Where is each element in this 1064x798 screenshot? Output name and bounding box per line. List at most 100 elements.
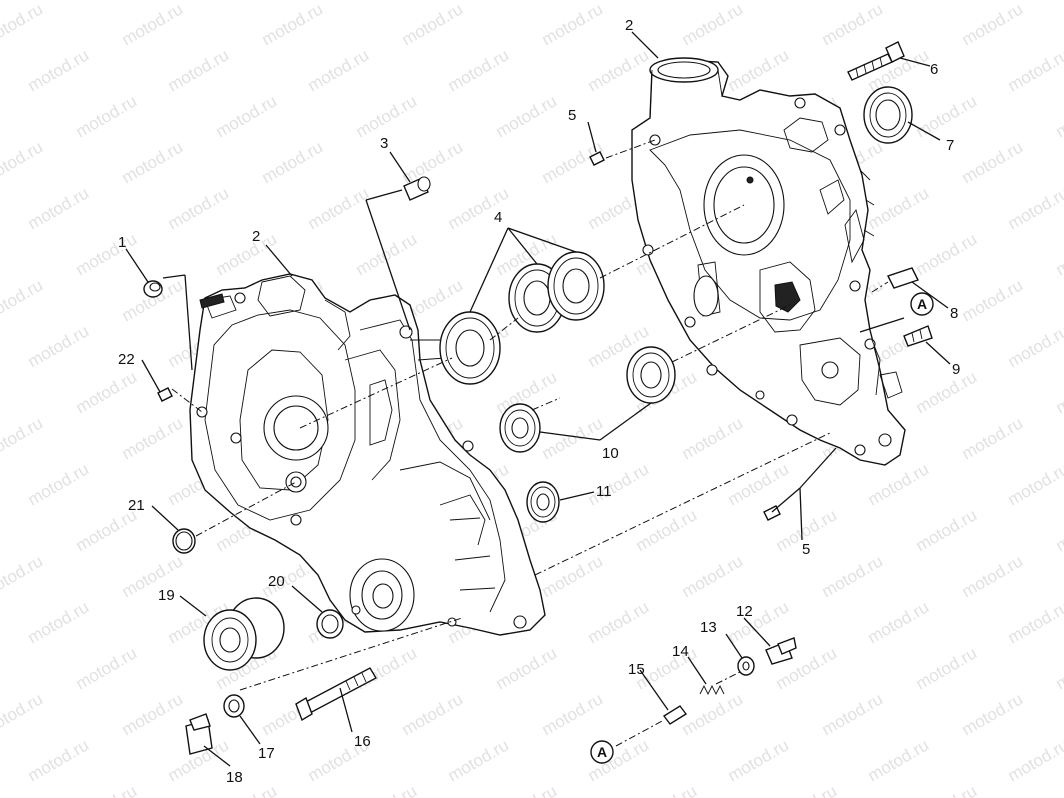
watermark-text: motod.ru (1053, 643, 1064, 693)
bearing-4-right (547, 251, 605, 321)
watermark-text: motod.ru (1053, 367, 1064, 417)
watermark-text: motod.ru (539, 689, 607, 739)
watermark-text: motod.ru (1005, 45, 1064, 95)
callout-5-top: 5 (568, 107, 576, 124)
watermark-text: motod.ru (1005, 321, 1064, 371)
watermark-text: motod.ru (25, 45, 93, 95)
watermark-text: motod.ru (259, 137, 327, 187)
watermark-text: motod.ru (819, 551, 887, 601)
reference-mark-a-circle (910, 292, 934, 316)
watermark-text: motod.ru (73, 91, 141, 141)
watermark-text: motod.ru (679, 0, 747, 49)
spring-14 (699, 684, 725, 696)
watermark-text: motod.ru (913, 229, 981, 279)
callout-11: 11 (596, 483, 612, 500)
left-crankcase-half (189, 273, 546, 636)
watermark-text: motod.ru (213, 91, 281, 141)
watermark-text: motod.ru (445, 45, 513, 95)
watermark-text: motod.ru (1053, 781, 1064, 798)
watermark-text: motod.ru (25, 735, 93, 785)
watermark-text: motod.ru (25, 183, 93, 233)
callout-8: 8 (950, 305, 958, 322)
watermark-text: motod.ru (73, 367, 141, 417)
watermark-text: motod.ru (119, 551, 187, 601)
callout-9: 9 (952, 361, 960, 378)
watermark-text: motod.ru (913, 367, 981, 417)
reference-mark-a-upper: A (917, 296, 927, 312)
watermark-text: motod.ru (353, 781, 421, 798)
washer-13 (737, 656, 755, 676)
watermark-text: motod.ru (1005, 183, 1064, 233)
watermark-text: motod.ru (0, 137, 46, 187)
watermark-text: motod.ru (913, 91, 981, 141)
callout-13: 13 (700, 619, 717, 636)
watermark-text: motod.ru (165, 183, 233, 233)
callout-19: 19 (158, 587, 175, 604)
watermark-text: motod.ru (493, 781, 561, 798)
watermark-text: motod.ru (73, 781, 141, 798)
callout-labels: 1 2 2 3 4 5 5 6 7 8 9 10 11 12 13 14 15 … (118, 17, 960, 786)
watermark-text: motod.ru (0, 0, 46, 49)
watermark-text: motod.ru (0, 275, 46, 325)
watermark-text: motod.ru (445, 735, 513, 785)
watermark-text: motod.ru (213, 781, 281, 798)
watermark-text: motod.ru (353, 91, 421, 141)
fitting-9 (903, 325, 933, 347)
watermark-text: motod.ru (353, 0, 421, 3)
callout-2-left: 2 (252, 228, 260, 245)
watermark-text: motod.ru (539, 413, 607, 463)
bearing-11 (526, 481, 560, 523)
watermark-text: motod.ru (0, 689, 46, 739)
callout-15: 15 (628, 661, 645, 678)
watermark-text: motod.ru (305, 45, 373, 95)
watermark-text: motod.ru (1053, 229, 1064, 279)
watermark-text: motod.ru (633, 781, 701, 798)
callout-4: 4 (494, 209, 502, 226)
watermark-text: motod.ru (0, 551, 46, 601)
watermark-text: motod.ru (959, 689, 1027, 739)
plug-18 (185, 713, 213, 755)
watermark-text: motod.ru (819, 689, 887, 739)
watermark-text: motod.ru (493, 0, 561, 3)
bolt-16 (295, 667, 377, 722)
bearing-10-upper (626, 346, 676, 404)
collar-3 (403, 176, 431, 201)
watermark-text: motod.ru (539, 0, 607, 49)
reference-marks: A A (590, 292, 934, 764)
watermark-text: motod.ru (865, 183, 933, 233)
oil-seal-7 (863, 86, 913, 144)
leader-lines (125, 31, 951, 767)
bolt-6 (847, 41, 905, 81)
watermark-text: motod.ru (119, 0, 187, 49)
bearing-10-lower (499, 403, 541, 453)
o-ring-21 (172, 528, 196, 554)
watermark-text: motod.ru (1005, 597, 1064, 647)
collar-1 (143, 280, 163, 298)
watermark-text: motod.ru (819, 0, 887, 49)
watermark-text: motod.ru (1005, 735, 1064, 785)
dowel-pin-22 (157, 387, 173, 402)
dowel-pin-8 (887, 267, 919, 289)
watermark-text: motod.ru (119, 137, 187, 187)
callout-1: 1 (118, 234, 126, 251)
watermark-text: motod.ru (725, 735, 793, 785)
watermark-text: motod.ru (865, 735, 933, 785)
callout-6: 6 (930, 61, 938, 78)
watermark-text: motod.ru (913, 781, 981, 798)
watermark-text: motod.ru (73, 0, 141, 3)
watermark-text: motod.ru (725, 45, 793, 95)
plug-12 (765, 637, 797, 665)
watermark-text: motod.ru (0, 413, 46, 463)
watermark-text: motod.ru (679, 551, 747, 601)
reference-mark-a-lower: A (597, 744, 607, 760)
watermark-text: motod.ru (1053, 0, 1064, 3)
callout-16: 16 (354, 733, 371, 750)
callout-3: 3 (380, 135, 388, 152)
watermark-text: motod.ru (259, 0, 327, 49)
watermark-text: motod.ru (633, 505, 701, 555)
watermark-text: motod.ru (25, 321, 93, 371)
callout-21: 21 (128, 497, 145, 514)
watermark-text: motod.ru (213, 229, 281, 279)
dowel-pin-5-lower (763, 505, 781, 521)
